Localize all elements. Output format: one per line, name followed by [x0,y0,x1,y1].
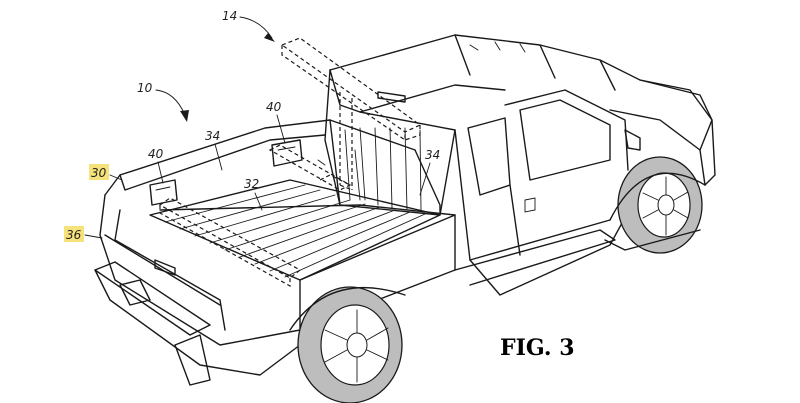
figure-caption: FIG. 3 [500,335,575,361]
front-wheel [617,156,703,254]
label-rack: 14 [222,9,237,23]
label-sidewall-left: 34 [205,129,220,143]
highlight-tailgate [89,164,109,180]
reference-labels: 14 10 40 34 40 30 32 34 36 FIG. 3 [64,9,575,361]
load-rack [158,37,422,288]
label-tailgate: 30 [91,166,107,180]
label-bed-floor: 32 [244,177,259,191]
label-rear-panel: 36 [66,228,82,242]
label-mount-rear: 40 [148,147,164,161]
label-sidewall-right: 34 [425,148,440,162]
pickup-truck-drawing [94,34,716,403]
label-vehicle: 10 [137,81,153,95]
bed-mount-rear [149,179,178,206]
label-mount-front: 40 [266,100,282,114]
bed-mount-front [271,139,303,167]
rear-wheel [297,286,403,403]
highlight-rear-panel [64,226,84,242]
